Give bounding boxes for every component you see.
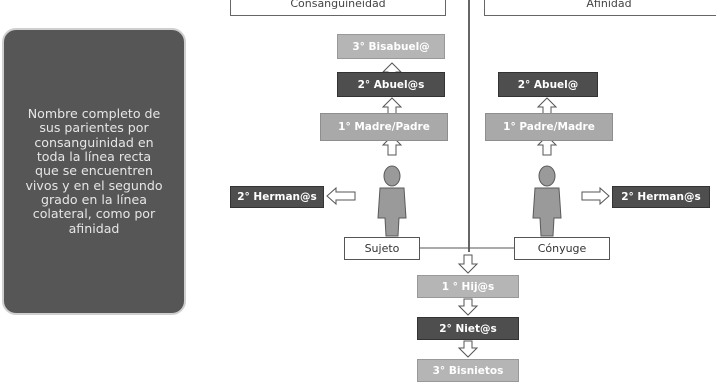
arrow-down-icon <box>457 254 479 274</box>
siblings-box: 2° Herman@s <box>230 186 324 208</box>
affinity-grandparents-box: 2° Abuel@ <box>498 72 598 97</box>
affinity-siblings-box: 2° Herman@s <box>612 186 710 208</box>
arrow-up-icon <box>536 97 558 116</box>
grandparents-box: 2° Abuel@s <box>337 72 445 97</box>
great-grandchildren-box: 3° Bisnietos <box>417 359 519 382</box>
consanguinity-header: Consanguineidad <box>230 0 446 16</box>
grandchildren-box: 2° Niet@s <box>417 317 519 340</box>
subject-box: Sujeto <box>344 237 420 260</box>
spouse-box: Cónyuge <box>514 237 610 260</box>
info-panel: Nombre completo de sus parientes por con… <box>2 28 186 315</box>
spouse-figure-icon <box>532 165 562 237</box>
arrow-down-icon <box>457 340 479 358</box>
parents-box: 1° Madre/Padre <box>320 113 448 141</box>
info-text: Nombre completo de sus parientes por con… <box>25 106 163 236</box>
affinity-parents-box: 1° Padre/Madre <box>485 113 613 141</box>
arrow-up-icon <box>381 97 403 116</box>
arrow-left-icon <box>326 186 356 206</box>
affinity-header: Afinidad <box>484 0 716 16</box>
arrow-right-icon <box>581 186 610 206</box>
great-grandparents-box: 3° Bisabuel@ <box>337 34 445 59</box>
subject-figure-icon <box>377 165 407 237</box>
arrow-down-icon <box>457 298 479 316</box>
children-box: 1 ° Hij@s <box>417 275 519 298</box>
